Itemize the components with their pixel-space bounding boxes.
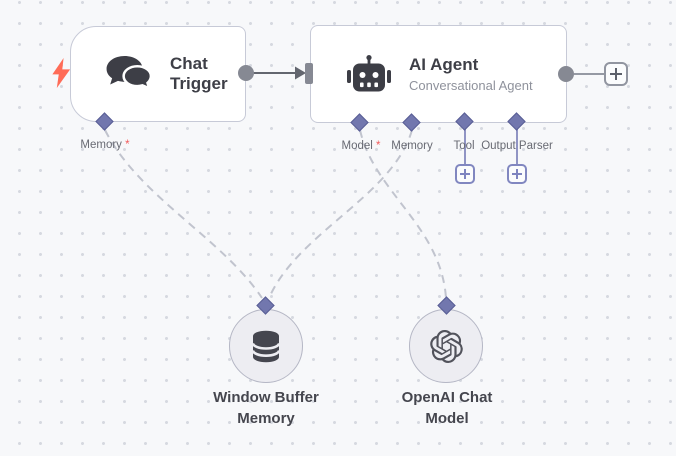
plus-icon bbox=[610, 68, 622, 80]
robot-icon bbox=[347, 54, 391, 94]
port-label-agent-tool: Tool bbox=[419, 140, 509, 152]
port-label-text: Memory bbox=[391, 140, 433, 152]
port-label-text: Memory bbox=[80, 139, 126, 151]
port-label-text: Output Parser bbox=[481, 140, 553, 152]
add-output-parser-button[interactable] bbox=[507, 164, 527, 184]
chat-trigger-output-endpoint[interactable] bbox=[238, 65, 254, 81]
memory-to-agent-wire[interactable] bbox=[268, 129, 413, 299]
required-asterisk: * bbox=[125, 139, 130, 151]
port-label-agent-model: Model * bbox=[316, 140, 406, 152]
node-openai-chat-model[interactable] bbox=[409, 309, 483, 383]
plus-icon bbox=[512, 169, 522, 179]
add-node-button[interactable] bbox=[604, 62, 628, 86]
ai-agent-subtitle: Conversational Agent bbox=[409, 77, 533, 93]
chat-trigger-title: Chat Trigger bbox=[170, 53, 228, 93]
required-asterisk: * bbox=[376, 140, 381, 152]
trigger-bolt-icon bbox=[52, 58, 71, 93]
node-chat-trigger[interactable]: Chat Trigger bbox=[70, 26, 246, 122]
ai-agent-title: AI Agent bbox=[409, 55, 479, 75]
chat-bubbles-icon bbox=[105, 55, 152, 94]
add-tool-button[interactable] bbox=[455, 164, 475, 184]
node-window-buffer-memory[interactable] bbox=[229, 309, 303, 383]
openai-chat-model-label: OpenAI Chat Model bbox=[401, 389, 493, 427]
port-label-text: Tool bbox=[453, 140, 475, 152]
plus-icon bbox=[460, 169, 470, 179]
ai-agent-output-endpoint[interactable] bbox=[558, 66, 574, 82]
model-to-agent-wire[interactable] bbox=[359, 129, 447, 299]
openai-icon bbox=[429, 329, 463, 363]
node-ai-agent[interactable]: AI Agent Conversational Agent bbox=[310, 25, 567, 123]
window-buffer-memory-label: Window Buffer Memory bbox=[213, 389, 319, 427]
database-icon bbox=[251, 330, 281, 363]
port-label-agent-output-parser: Output Parser bbox=[472, 140, 562, 152]
memory-to-trigger-wire[interactable] bbox=[104, 129, 263, 299]
ai-agent-input-endpoint[interactable] bbox=[305, 63, 313, 84]
connection-arrowhead-icon bbox=[295, 66, 306, 80]
port-label-text: Model bbox=[341, 140, 377, 152]
port-label-trigger-memory: Memory * bbox=[60, 139, 150, 151]
port-label-agent-memory: Memory bbox=[367, 140, 457, 152]
